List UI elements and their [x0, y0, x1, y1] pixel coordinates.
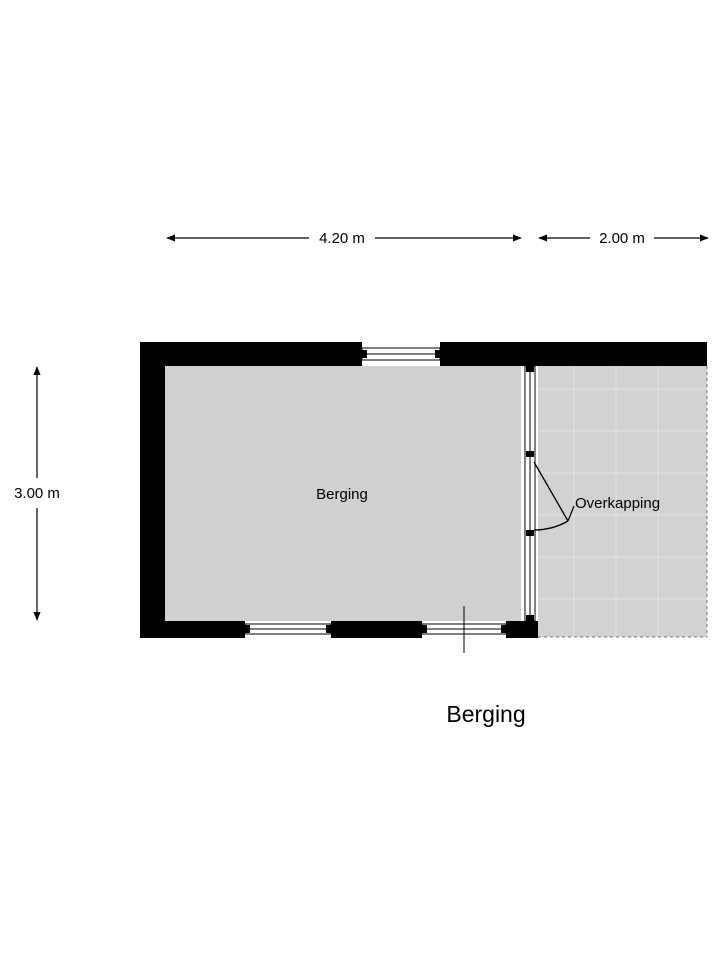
covered-label-leader — [567, 505, 575, 522]
dimension-depth-label: 3.00 m — [14, 485, 60, 502]
covered-area — [538, 366, 708, 638]
walls — [140, 342, 707, 638]
partition-wall — [524, 365, 536, 622]
dimension-width-covered: 2.00 m — [538, 230, 709, 247]
dimension-width-main-label: 4.20 m — [319, 230, 365, 247]
window-bottom-left — [244, 623, 332, 635]
floor-title: Berging — [446, 701, 525, 727]
storage-floor — [164, 366, 521, 621]
dimension-width-main: 4.20 m — [166, 230, 522, 247]
window-top — [361, 347, 441, 361]
room-label-storage: Berging — [316, 486, 368, 503]
sliding-door-bottom — [421, 606, 507, 653]
dimension-width-covered-label: 2.00 m — [599, 230, 645, 247]
door-swing — [533, 461, 569, 531]
room-label-covered: Overkapping — [575, 495, 660, 512]
dimension-depth: 3.00 m — [14, 366, 60, 621]
